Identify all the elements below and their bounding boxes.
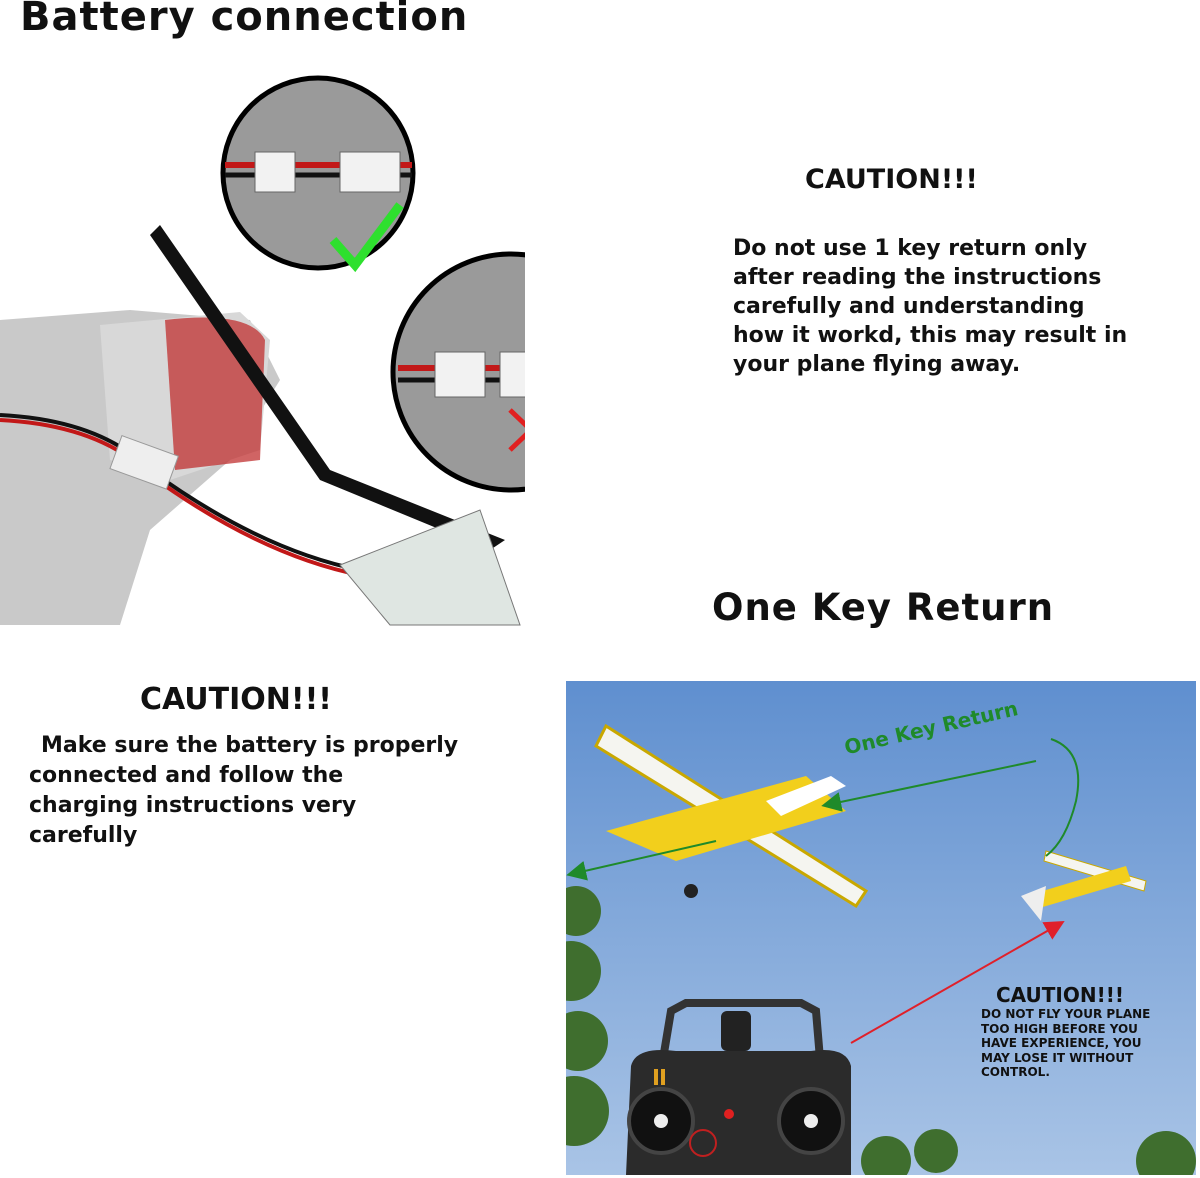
large-plane (594, 723, 869, 909)
caution-line: carefully (29, 823, 138, 848)
wrong-connection-inset (390, 251, 525, 493)
caution-line: Do not use 1 key return only (733, 236, 1088, 261)
caution-line: your plane flying away. (733, 352, 1021, 377)
caution-line: connected and follow the (29, 763, 344, 788)
battery-connection-title: Battery connection (20, 0, 469, 40)
caution-line: CONTROL. (981, 1065, 1050, 1079)
caution-line: DO NOT FLY YOUR PLANE (981, 1007, 1151, 1021)
small-plane (1021, 850, 1147, 921)
caution-line: after reading the instructions (733, 265, 1102, 290)
caution-line: Make sure the battery is properly (41, 733, 459, 758)
return-arrow (821, 760, 1037, 812)
battery-pack (339, 509, 521, 626)
caution-heading-battery: CAUTION!!! (140, 682, 332, 717)
altitude-caution-text: DO NOT FLY YOUR PLANE TOO HIGH BEFORE YO… (981, 1007, 1171, 1080)
caution-line: TOO HIGH BEFORE YOU (981, 1021, 1138, 1036)
trees (566, 886, 1196, 1175)
one-key-return-photo (566, 681, 1196, 1175)
battery-connector-photo (0, 40, 525, 630)
caution-text-return: Do not use 1 key return only after readi… (733, 234, 1193, 379)
altitude-arrow (850, 921, 1065, 1044)
transmitter (626, 999, 851, 1175)
altitude-caution-heading: CAUTION!!! (996, 983, 1124, 1007)
check-icon (329, 202, 404, 273)
one-key-return-title: One Key Return (712, 586, 1055, 629)
caution-line: MAY LOSE IT WITHOUT (981, 1050, 1134, 1065)
caution-line: how it workd, this may result in (733, 323, 1128, 348)
caution-line: charging instructions very (29, 793, 357, 818)
caution-line: HAVE EXPERIENCE, YOU (981, 1036, 1142, 1050)
cross-icon (508, 408, 525, 452)
caution-line: carefully and understanding (733, 294, 1085, 319)
caution-heading-return: CAUTION!!! (805, 164, 978, 195)
correct-connection-inset (220, 75, 416, 273)
caution-text-battery: Make sure the battery is properly connec… (29, 731, 509, 851)
